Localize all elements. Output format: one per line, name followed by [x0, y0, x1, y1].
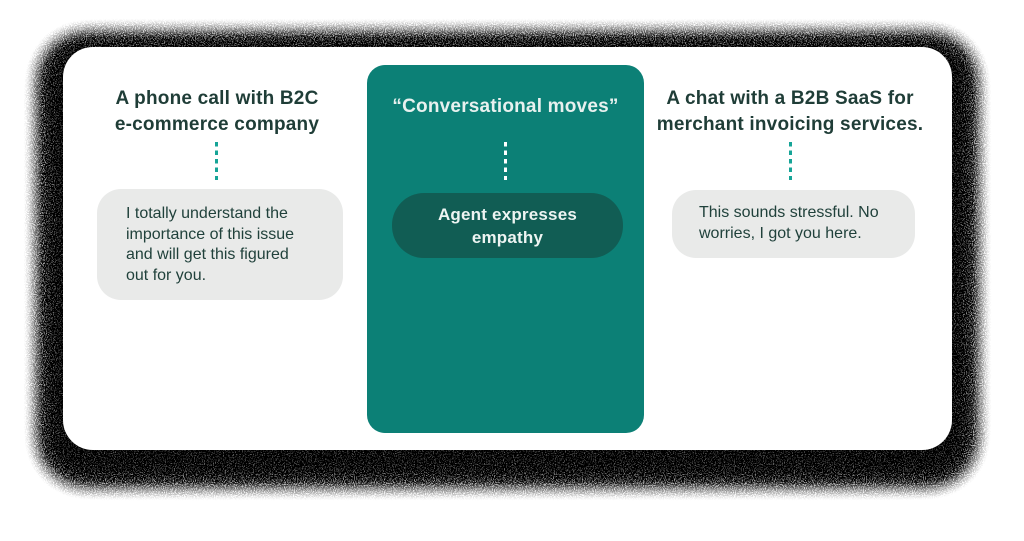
dotted-connector-left	[215, 142, 218, 180]
move-pill: Agent expresses empathy	[392, 193, 623, 258]
content-card: A phone call with B2C e-commerce company…	[63, 47, 952, 450]
panel-heading: “Conversational moves”	[392, 96, 619, 117]
speech-bubble-right: This sounds stressful. No worries, I got…	[672, 190, 915, 258]
dotted-connector-right	[789, 142, 792, 180]
conversational-moves-panel: “Conversational moves” Agent expresses e…	[367, 65, 644, 433]
dotted-connector-center	[504, 142, 507, 180]
right-column-heading: A chat with a B2B SaaS for merchant invo…	[656, 88, 924, 135]
speech-bubble-left: I totally understand the importance of t…	[97, 189, 343, 300]
left-column-heading: A phone call with B2C e-commerce company	[114, 88, 320, 135]
